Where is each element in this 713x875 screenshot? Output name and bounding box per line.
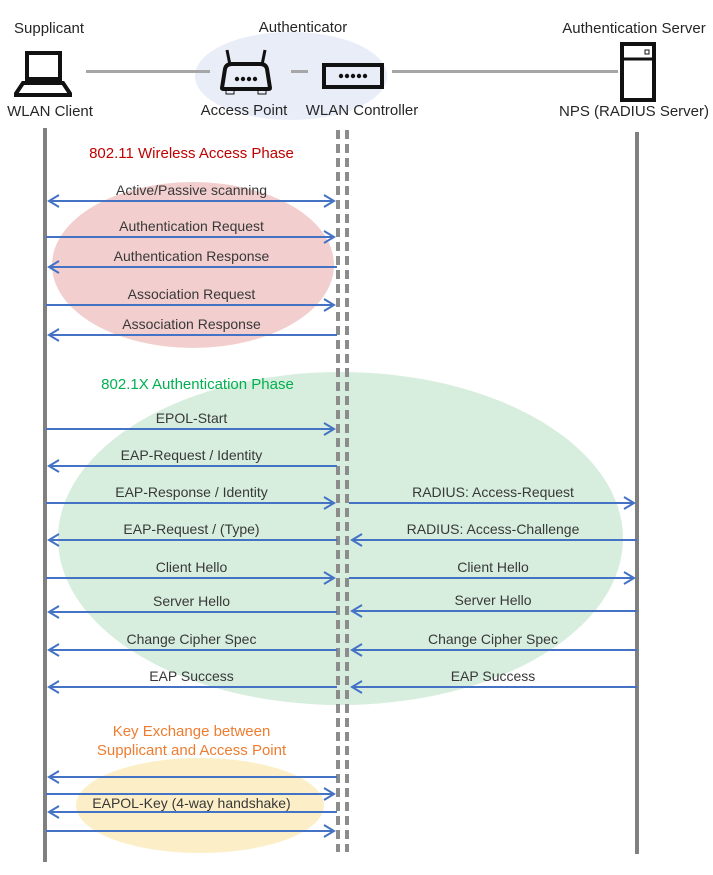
message-client-hello-left: Client Hello xyxy=(46,557,337,585)
role-authentication-server: Authentication Server xyxy=(562,20,706,37)
phase-label-wireless-access: 802.11 Wireless Access Phase xyxy=(89,145,294,162)
key-exchange-arrow-2 xyxy=(46,773,337,801)
key-exchange-arrow-1 xyxy=(46,756,337,784)
lifeline-controller-dashed-1 xyxy=(336,130,340,852)
message-association-request: Association Request xyxy=(46,284,337,312)
phase-label-key-exchange-line1: Key Exchange between xyxy=(112,723,271,740)
phase-label-key-exchange-line2: Supplicant and Access Point xyxy=(96,742,287,759)
server-icon xyxy=(620,42,656,102)
message-client-hello-right: Client Hello xyxy=(349,557,637,585)
connector-client-ap xyxy=(86,70,210,73)
lifeline-nps-server xyxy=(635,132,639,854)
phase-label-authentication: 802.1X Authentication Phase xyxy=(101,376,294,393)
message-radius-access-challenge: RADIUS: Access-Challenge xyxy=(349,519,637,547)
message-radius-access-request: RADIUS: Access-Request xyxy=(349,482,637,510)
role-supplicant: Supplicant xyxy=(14,20,85,37)
message-active-passive-scanning: Active/Passive scanning xyxy=(46,180,337,208)
key-exchange-arrow-4 xyxy=(46,810,337,838)
message-eap-request-type: EAP-Request / (Type) xyxy=(46,519,337,547)
node-wlan-client: WLAN Client xyxy=(7,103,93,120)
message-association-response: Association Response xyxy=(46,314,337,342)
node-wlan-controller: WLAN Controller xyxy=(305,102,419,119)
phase-ellipse-key-exchange xyxy=(76,758,324,853)
node-nps-radius-server: NPS (RADIUS Server) xyxy=(558,103,710,120)
node-access-point: Access Point xyxy=(200,102,288,119)
message-eap-request-identity: EAP-Request / Identity xyxy=(46,445,337,473)
lifeline-controller-dashed-2 xyxy=(345,130,349,852)
message-change-cipher-spec-right: Change Cipher Spec xyxy=(349,629,637,657)
connector-controller-server xyxy=(392,70,618,73)
access-point-icon xyxy=(219,49,273,95)
phase-ellipse-wireless-access xyxy=(52,182,334,348)
wlan-controller-icon xyxy=(322,63,384,89)
message-eap-success-right: EAP Success xyxy=(349,666,637,694)
lifeline-wlan-client xyxy=(43,128,47,862)
message-authentication-response: Authentication Response xyxy=(46,246,337,274)
message-eap-response-identity: EAP-Response / Identity xyxy=(46,482,337,510)
role-authenticator: Authenticator xyxy=(258,19,348,36)
message-eap-success-left: EAP Success xyxy=(46,666,337,694)
message-epol-start: EPOL-Start xyxy=(46,408,337,436)
connector-ap-controller xyxy=(291,70,308,73)
message-server-hello-right: Server Hello xyxy=(349,590,637,618)
message-change-cipher-spec-left: Change Cipher Spec xyxy=(46,629,337,657)
message-authentication-request: Authentication Request xyxy=(46,216,337,244)
phase-label-key-exchange: Key Exchange between Supplicant and Acce… xyxy=(46,722,337,760)
message-eapol-key-4way-handshake: EAPOL-Key (4-way handshake) xyxy=(46,791,337,819)
message-server-hello-left: Server Hello xyxy=(46,591,337,619)
laptop-icon xyxy=(14,51,72,97)
